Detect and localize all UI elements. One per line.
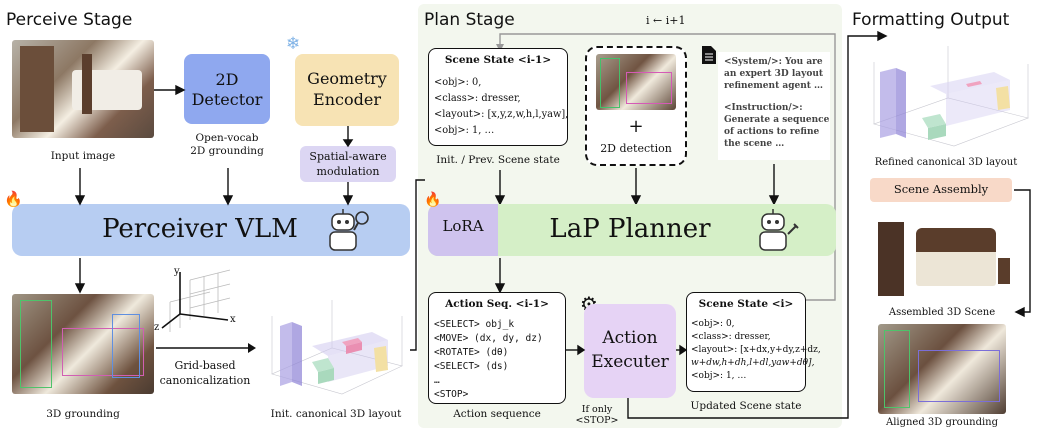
robot-icon — [752, 206, 802, 254]
spatial-modulation-label: Spatial-aware modulation — [309, 150, 387, 178]
assembled-3d-scene — [872, 214, 1012, 304]
scene-state-prev-line: <obj>: 1, … — [434, 125, 495, 136]
action-seq-line: <ROTATE> (dθ) — [434, 347, 509, 358]
3d-grounding-caption: 3D grounding — [46, 408, 120, 420]
geometry-encoder-box — [295, 54, 399, 126]
action-executer-label: Action Executer — [591, 328, 669, 372]
scene-state-prev-line: <class>: dresser, — [434, 93, 521, 104]
spatial-modulation-box — [300, 146, 396, 182]
axis-y-label: y — [174, 266, 180, 277]
canonicalization-arrow — [156, 343, 256, 353]
axis-x-label: x — [230, 314, 236, 325]
canonical-grid-axes — [161, 269, 231, 332]
scene-state-new-caption: Updated Scene state — [690, 400, 802, 412]
system-prompt: <System/>: You are an expert 3D layout r… — [724, 57, 824, 91]
plan-stage-title: Plan Stage — [424, 10, 515, 30]
action-seq-title: Action Seq. <i-1> — [445, 298, 549, 310]
2d-detection-label: 2D detection — [600, 142, 672, 155]
snowflake-icon: ❄ — [286, 34, 301, 54]
grid-canonicalization-caption: Grid-based canonicalization — [159, 359, 251, 387]
action-seq-line: <SELECT> (ds) — [434, 361, 509, 372]
scene-assembly-label: Scene Assembly — [893, 182, 989, 196]
2d-detection-image — [596, 54, 676, 110]
fire-icon: 🔥 — [4, 190, 23, 208]
input-image-caption: Input image — [50, 150, 116, 162]
scene-state-new-title: Scene State <i> — [698, 298, 794, 310]
action-seq-box — [428, 292, 566, 404]
scene-state-prev-box — [428, 48, 568, 146]
3d-grounding-image — [12, 294, 154, 394]
instruction-prompt: <Instruction/>: Generate a sequence of a… — [724, 103, 830, 149]
perceiver-vlm-label: Perceiver VLM — [102, 214, 298, 244]
geometry-encoder-label: Geometry Encoder — [307, 69, 387, 109]
assembled-scene-caption: Assembled 3D Scene — [888, 307, 996, 318]
scene-state-prev-title: Scene State <i-1> — [444, 54, 552, 66]
lap-planner-label: LaP Planner — [549, 214, 711, 244]
scene-state-new-line: <class>: dresser, — [691, 332, 771, 342]
lora-label: LoRA — [442, 217, 484, 235]
fire-icon: 🔥 — [424, 192, 442, 208]
format-stage-title: Formatting Output — [852, 10, 1010, 30]
action-seq-line: … — [434, 375, 440, 386]
detection-plus: + — [628, 116, 644, 137]
document-icon — [702, 46, 716, 64]
action-executer-box — [584, 304, 676, 398]
perceive-stage-title: Perceive Stage — [6, 10, 133, 30]
prompt-box — [718, 52, 830, 160]
2d-detector-box — [184, 54, 270, 124]
2d-detector-label: 2D Detector — [191, 70, 263, 109]
init-layout-caption: Init. canonical 3D layout — [270, 408, 402, 420]
input-image — [12, 40, 154, 138]
scene-state-new-line: <obj>: 0, — [691, 319, 735, 329]
iteration-label: i ← i+1 — [646, 14, 686, 27]
init-canonical-layout — [271, 300, 403, 395]
scene-state-new-box — [686, 292, 806, 392]
axis-z-label: z — [154, 322, 160, 333]
scene-state-prev-caption: Init. / Prev. Scene state — [436, 154, 560, 166]
scene-state-prev-line: <layout>: [x,y,z,w,h,l,yaw], — [434, 109, 569, 120]
scene-state-new-line: <obj>: 1, … — [691, 371, 747, 381]
refined-canonical-layout — [872, 46, 1030, 147]
scene-state-new-line: w+dw,h+dh,l+dl,yaw+dθ], — [691, 358, 815, 368]
action-seq-caption: Action sequence — [453, 408, 541, 420]
scene-state-new-line: <layout>: [x+dx,y+dy,z+dz, — [691, 345, 821, 355]
2d-detector-caption: Open-vocab 2D grounding — [190, 132, 264, 157]
perceive-arrows — [74, 84, 354, 294]
refined-layout-caption: Refined canonical 3D layout — [874, 157, 1018, 168]
scene-state-prev-line: <obj>: 0, — [434, 77, 482, 88]
stop-condition-caption: If only <STOP> — [575, 404, 619, 426]
lora-box — [428, 204, 498, 256]
robot-icon — [322, 206, 372, 254]
aligned-3d-grounding-image — [878, 324, 1006, 414]
action-seq-line: <MOVE> (dx, dy, dz) — [434, 333, 543, 344]
action-seq-line: <STOP> — [434, 389, 469, 400]
scene-assembly-box — [870, 178, 1012, 202]
aligned-grounding-caption: Aligned 3D grounding — [885, 417, 999, 428]
action-seq-line: <SELECT> obj_k — [434, 319, 515, 330]
